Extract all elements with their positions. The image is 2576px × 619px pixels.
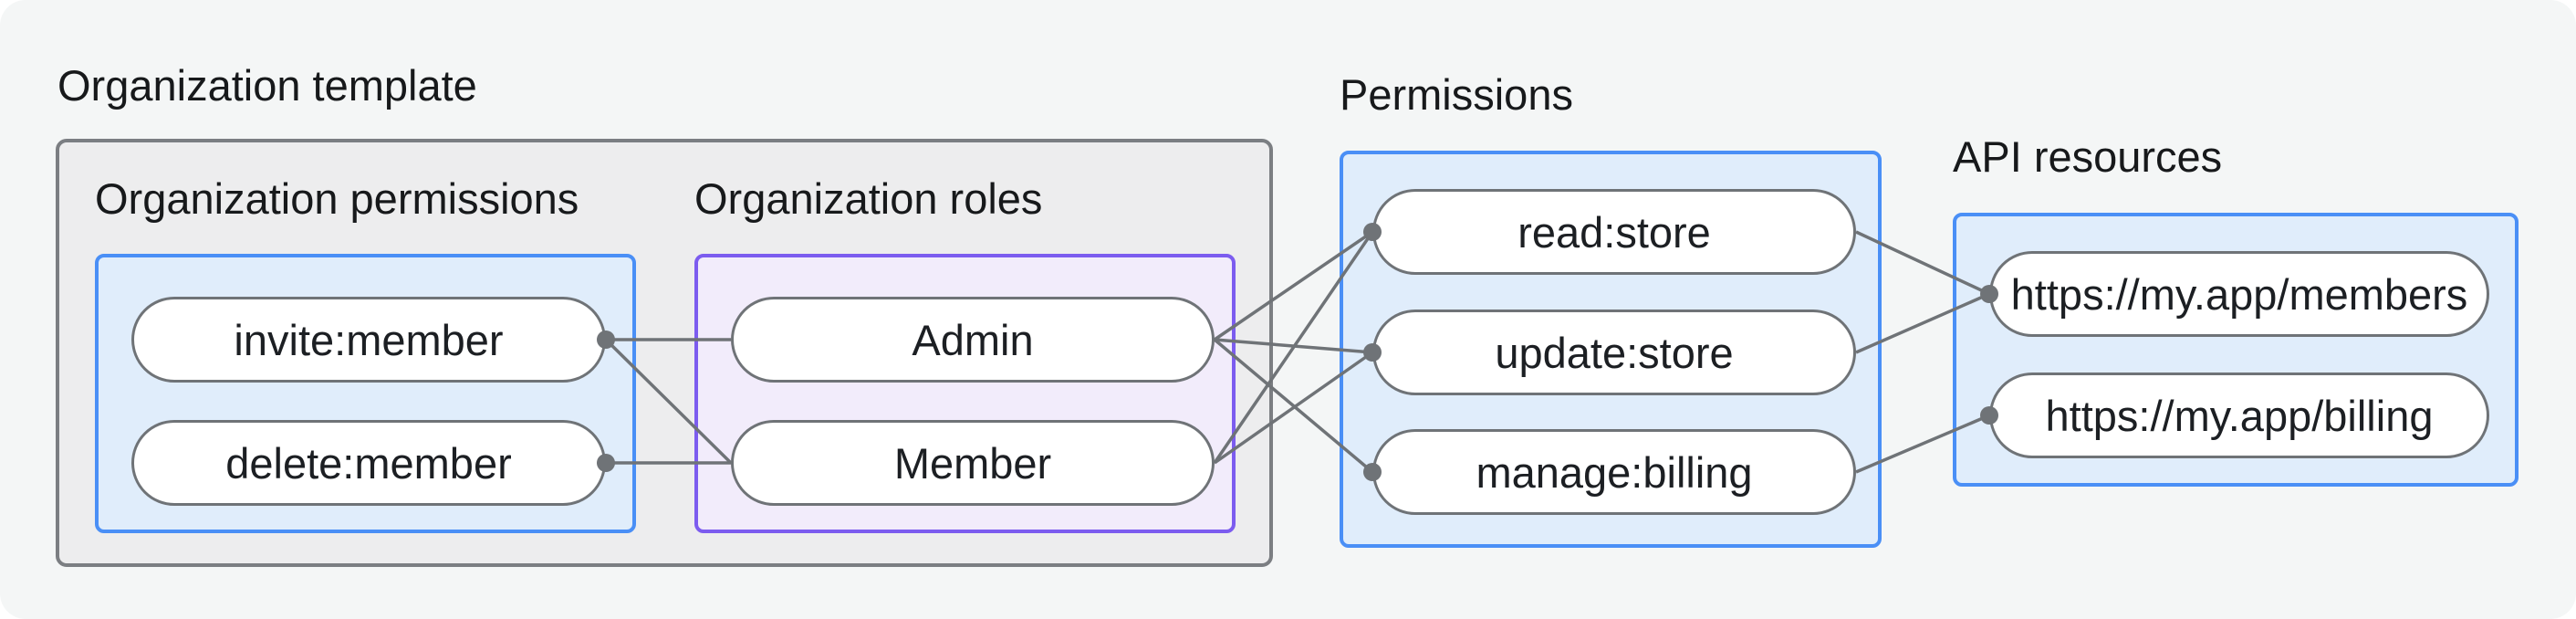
org-permissions-box: invite:member delete:member xyxy=(95,254,636,533)
node-read-store: read:store xyxy=(1372,189,1856,275)
node-admin-label: Admin xyxy=(912,315,1034,364)
node-update-store: update:store xyxy=(1372,310,1856,395)
org-permissions-label: Organization permissions xyxy=(95,174,579,223)
node-manage-billing-label: manage:billing xyxy=(1476,447,1753,497)
node-api-billing: https://my.app/billing xyxy=(1989,372,2489,458)
node-update-store-label: update:store xyxy=(1495,328,1734,377)
node-delete-member-label: delete:member xyxy=(225,438,512,488)
org-template-title: Organization template xyxy=(57,61,477,110)
node-delete-member: delete:member xyxy=(131,420,606,506)
permissions-box: read:store update:store manage:billing xyxy=(1340,151,1882,548)
node-admin: Admin xyxy=(731,297,1215,383)
permissions-label: Permissions xyxy=(1340,70,1573,119)
org-roles-box: Admin Member xyxy=(694,254,1236,533)
node-read-store-label: read:store xyxy=(1517,207,1711,257)
node-invite-member-label: invite:member xyxy=(234,315,504,364)
node-api-billing-label: https://my.app/billing xyxy=(2045,391,2434,440)
node-api-members: https://my.app/members xyxy=(1989,251,2489,337)
org-template-container: Organization permissions Organization ro… xyxy=(56,139,1273,567)
node-invite-member: invite:member xyxy=(131,297,606,383)
api-resources-label: API resources xyxy=(1953,132,2223,181)
node-manage-billing: manage:billing xyxy=(1372,429,1856,515)
api-resources-box: https://my.app/members https://my.app/bi… xyxy=(1953,213,2519,487)
node-member: Member xyxy=(731,420,1215,506)
org-roles-label: Organization roles xyxy=(694,174,1043,223)
node-api-members-label: https://my.app/members xyxy=(2010,269,2468,319)
node-member-label: Member xyxy=(893,438,1052,488)
